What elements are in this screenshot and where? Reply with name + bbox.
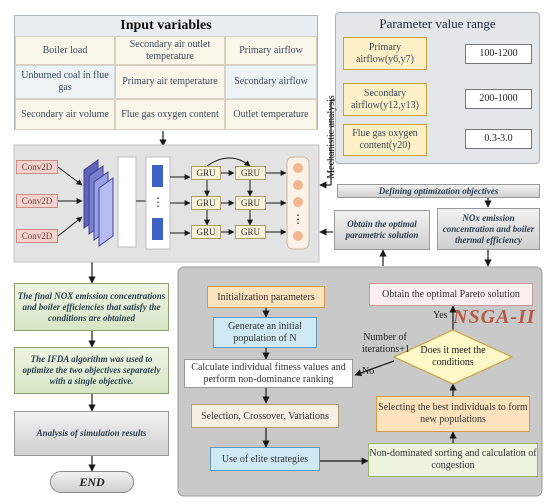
selection-crossover-box: Selection, Crossover, Variations — [191, 404, 339, 428]
arrow-conv1 — [57, 166, 83, 186]
param-range-primary-airflow: 100-1200 — [465, 44, 532, 64]
input-cell: Secondary air outlet temperature — [115, 36, 225, 65]
input-cell: Primary air temperature — [115, 65, 225, 99]
yes-label: Yes — [433, 310, 448, 321]
input-cell: Primary airflow — [225, 36, 317, 65]
iterations-label: Number of iterations+1 — [362, 332, 410, 355]
arc-gru-top — [206, 157, 251, 167]
input-cell: Outlet temperature — [225, 99, 317, 130]
defining-objectives-box: Defining optimization objectives — [337, 184, 540, 198]
input-cell: Secondary airflow — [225, 65, 317, 99]
nondominated-sorting-box: Non-dominated sorting and calculation of… — [368, 443, 538, 477]
input-cell: Unburned coal in flue gas — [15, 65, 115, 99]
ifda-algorithm-box: The IFDA algorithm was used to optimize … — [14, 347, 169, 394]
decision-label: Does it meet the conditions — [420, 345, 486, 368]
vector-dots: ⋮ — [152, 194, 164, 209]
mechanistic-analysis-label: Mechanistic analysis — [325, 95, 337, 179]
conv2d-box-1: Conv2D — [16, 160, 58, 174]
gru-cell: GRU — [191, 196, 221, 210]
input-variables-title: Input variables — [120, 18, 212, 33]
param-range-secondary-airflow: 200-1000 — [465, 89, 532, 109]
flatten-frame — [117, 156, 137, 248]
gru-cell: GRU — [235, 166, 266, 180]
end-terminal: END — [50, 471, 134, 493]
output-dots: ⋮ — [292, 211, 304, 226]
arrow-conv3 — [57, 216, 83, 237]
output-node — [293, 197, 303, 207]
generate-population-box: Generate an initial population of N — [213, 317, 317, 348]
param-range-flue-gas-oxygen: 0.3-3.0 — [465, 129, 532, 149]
init-parameters-box: Initialization parameters — [207, 286, 325, 308]
conv2d-box-2: Conv2D — [16, 194, 58, 208]
gru-cell: GRU — [235, 196, 266, 210]
gru-cell: GRU — [191, 166, 221, 180]
input-cell: Boiler load — [15, 36, 115, 65]
pareto-solution-box: Obtain the optimal Pareto solution — [369, 283, 533, 306]
input-cell: Secondary air volume — [15, 99, 115, 130]
param-name-flue-gas-oxygen: Flue gas oxygen content(y20) — [343, 124, 427, 156]
calculate-fitness-box: Calculate individual fitness values and … — [184, 359, 353, 388]
nsga-title: NSGA-II — [453, 306, 536, 328]
parameter-range-title: Parameter value range — [379, 16, 496, 31]
input-cell: Flue gas oxygen content — [115, 99, 225, 130]
conv2d-box-3: Conv2D — [16, 229, 58, 243]
feature-map-stack — [83, 159, 114, 247]
simulation-analysis-box: Analysis of simulation results — [14, 411, 169, 456]
arrow-decision-no — [354, 360, 395, 377]
input-variables-panel: Input variables Boiler load Secondary ai… — [14, 15, 318, 130]
vector-block-bottom — [152, 218, 163, 240]
gru-cell: GRU — [235, 225, 266, 239]
nox-efficiency-box: NOx emission concentration and boiler th… — [437, 208, 540, 250]
vector-block-top — [152, 165, 163, 187]
final-results-box: The final NOX emission concentrations an… — [14, 283, 169, 331]
output-node — [293, 231, 303, 241]
no-label: No — [362, 366, 375, 377]
selecting-best-box: Selecting the best individuals to form n… — [376, 396, 530, 432]
decision-diamond — [392, 329, 514, 385]
param-name-primary-airflow: Primary airflow(y6,y7) — [343, 37, 427, 70]
param-name-secondary-airflow: Secondary airflow(y12,y13) — [343, 83, 427, 116]
output-node — [293, 180, 303, 190]
input-variables-grid: Boiler load Secondary air outlet tempera… — [15, 36, 317, 130]
output-node — [293, 163, 303, 173]
optimal-parametric-box: Obtain the optimal parametric solution — [334, 210, 430, 250]
elite-strategies-box: Use of elite strategies — [210, 447, 320, 471]
gru-cell: GRU — [191, 225, 221, 239]
